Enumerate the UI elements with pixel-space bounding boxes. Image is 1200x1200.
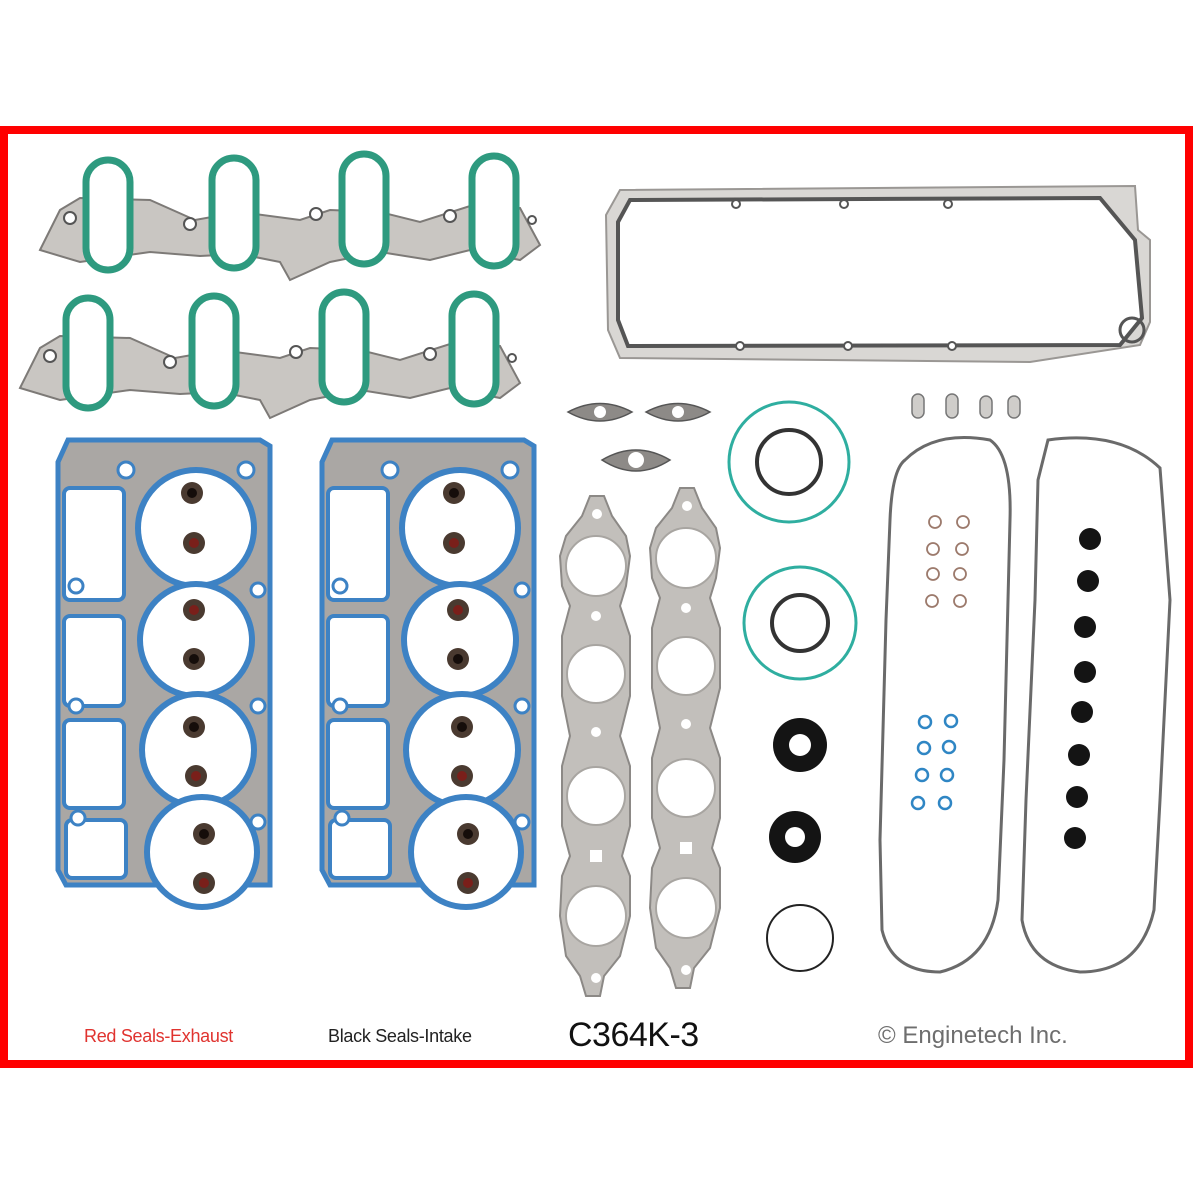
copyright-label: © Enginetech Inc. xyxy=(878,1022,1068,1049)
intake-manifold-gasket-1 xyxy=(40,154,540,280)
exhaust-gasket-left xyxy=(559,495,631,997)
throttle-body-seals xyxy=(727,400,858,681)
part-number-label: C364K-3 xyxy=(568,1016,699,1054)
red-seals-caption: Red Seals-Exhaust xyxy=(84,1026,233,1046)
head-gasket-left xyxy=(58,440,270,907)
intake-manifold-gasket-2 xyxy=(20,292,520,418)
exhaust-gasket-right xyxy=(649,487,721,989)
rubber-grommets xyxy=(766,718,834,972)
tab-seals xyxy=(911,393,1021,419)
valve-cover-grommets xyxy=(1064,528,1101,849)
brown-o-rings xyxy=(925,515,970,608)
valley-cover-gasket xyxy=(604,184,1151,364)
head-gasket-right xyxy=(322,440,534,907)
valve-cover-gaskets xyxy=(878,436,1172,974)
blue-o-rings xyxy=(910,713,959,811)
black-seals-caption: Black Seals-Intake xyxy=(328,1026,472,1046)
